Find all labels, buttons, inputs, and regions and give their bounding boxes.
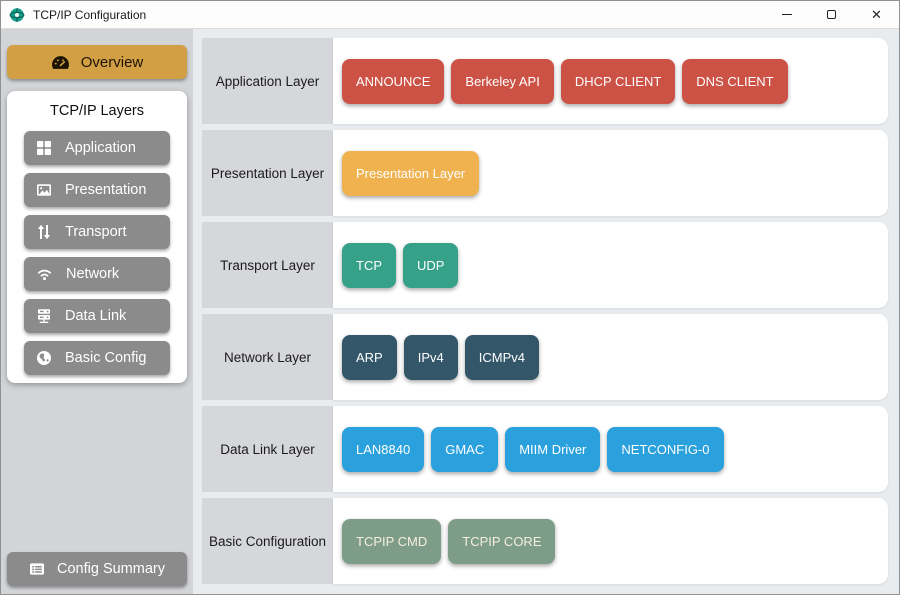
sidebar-item-label: Basic Config	[65, 350, 147, 366]
module-button[interactable]: MIIM Driver	[505, 426, 601, 472]
window-controls: ✕	[764, 1, 899, 28]
overview-label: Overview	[80, 53, 144, 71]
module-button[interactable]: LAN8840	[342, 426, 425, 472]
layer-row: Presentation Layer Presentation Layer	[202, 130, 888, 216]
maximize-button[interactable]	[809, 1, 854, 28]
module-button[interactable]: ARP	[342, 334, 397, 380]
sidebar-item-label: Network	[66, 266, 120, 282]
sidebar-item-network[interactable]: Network	[24, 257, 170, 291]
close-icon: ✕	[871, 7, 882, 22]
row-label: Basic Configuration	[202, 498, 333, 584]
row-label: Presentation Layer	[202, 130, 333, 216]
config-summary-button[interactable]: Config Summary	[7, 552, 187, 586]
wifi-icon	[37, 269, 52, 281]
module-button[interactable]: DHCP CLIENT	[560, 58, 676, 104]
app-body: Overview TCP/IP Layers Application	[1, 29, 899, 594]
module-button[interactable]: ANNOUNCE	[342, 58, 445, 104]
module-button[interactable]: TCPIP CMD	[342, 518, 442, 564]
sidebar-item-label: Presentation	[65, 182, 147, 198]
tachometer-icon	[51, 55, 69, 69]
maximize-icon	[827, 10, 836, 19]
module-button[interactable]: ICMPv4	[464, 334, 539, 380]
module-button[interactable]: Berkeley API	[451, 58, 554, 104]
sidebar: Overview TCP/IP Layers Application	[1, 29, 193, 594]
globe-icon	[37, 351, 51, 365]
module-button[interactable]: TCP	[342, 242, 396, 288]
module-button[interactable]: TCPIP CORE	[448, 518, 556, 564]
module-button[interactable]: Presentation Layer	[342, 150, 480, 196]
module-button[interactable]: NETCONFIG-0	[607, 426, 724, 472]
row-card: Presentation Layer	[333, 130, 888, 216]
arrows-vertical-icon	[37, 224, 51, 240]
app-logo-icon	[9, 7, 25, 22]
sidebar-item-label: Application	[65, 140, 136, 156]
image-icon	[37, 184, 51, 196]
row-label: Network Layer	[202, 314, 333, 400]
close-button[interactable]: ✕	[854, 1, 899, 28]
sidebar-item-basicconfig[interactable]: Basic Config	[24, 341, 170, 375]
module-button[interactable]: DNS CLIENT	[682, 58, 788, 104]
module-button[interactable]: IPv4	[403, 334, 458, 380]
overview-button[interactable]: Overview	[7, 45, 187, 79]
grid-icon	[37, 141, 51, 155]
layers-panel-title: TCP/IP Layers	[49, 103, 145, 119]
sidebar-item-application[interactable]: Application	[24, 131, 170, 165]
row-label: Data Link Layer	[202, 406, 333, 492]
sidebar-item-datalink[interactable]: Data Link	[24, 299, 170, 333]
sidebar-item-label: Transport	[65, 224, 127, 240]
window-title: TCP/IP Configuration	[33, 7, 147, 22]
module-button[interactable]: UDP	[403, 242, 459, 288]
tcpip-layers-panel: TCP/IP Layers Application	[7, 91, 187, 383]
minimize-button[interactable]	[764, 1, 809, 28]
row-label: Transport Layer	[202, 222, 333, 308]
config-summary-label: Config Summary	[57, 561, 165, 577]
minimize-icon	[781, 14, 792, 15]
sidebar-item-presentation[interactable]: Presentation	[24, 173, 170, 207]
sidebar-item-transport[interactable]: Transport	[24, 215, 170, 249]
list-icon	[30, 563, 44, 575]
sidebar-item-label: Data Link	[65, 308, 127, 324]
module-button[interactable]: GMAC	[431, 426, 499, 472]
titlebar: TCP/IP Configuration ✕	[1, 1, 899, 29]
row-label: Application Layer	[202, 38, 333, 124]
server-icon	[38, 309, 50, 323]
